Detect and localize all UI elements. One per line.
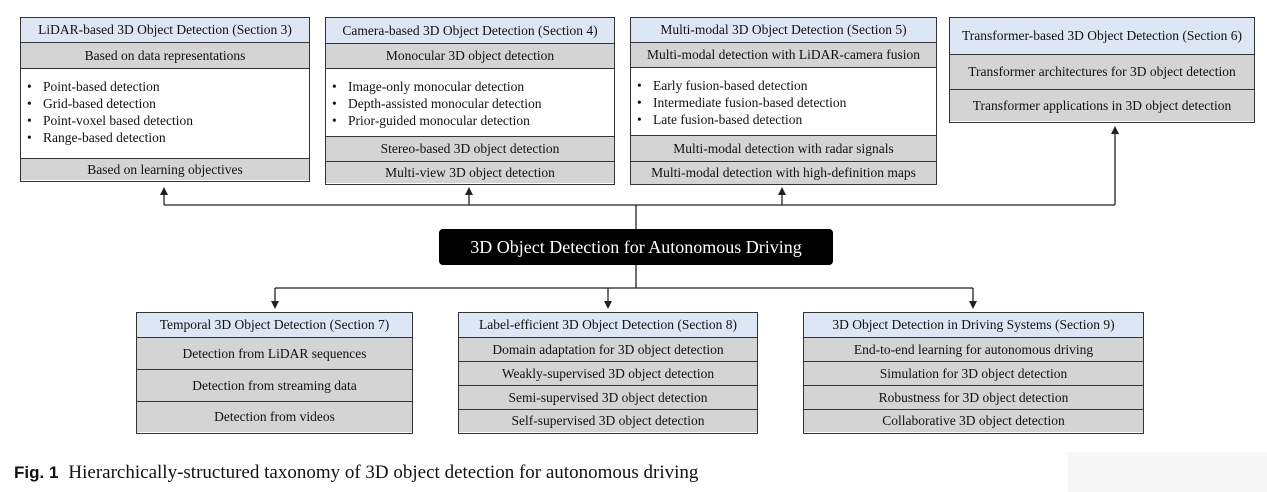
temporal-row-videos: Detection from videos bbox=[137, 402, 412, 432]
multimodal-group-radar: Multi-modal detection with radar signals bbox=[631, 136, 936, 162]
transformer-section-title: Transformer-based 3D Object Detection (S… bbox=[950, 18, 1254, 55]
corner-shade bbox=[1068, 452, 1267, 492]
list-item: Grid-based detection bbox=[27, 95, 309, 112]
multimodal-group-hdmaps: Multi-modal detection with high-definiti… bbox=[631, 162, 936, 184]
driving-row-simulation: Simulation for 3D object detection bbox=[804, 362, 1143, 386]
label-efficient-section-title: Label-efficient 3D Object Detection (Sec… bbox=[459, 313, 757, 338]
driving-section-title: 3D Object Detection in Driving Systems (… bbox=[804, 313, 1143, 338]
temporal-row-lidar-sequences: Detection from LiDAR sequences bbox=[137, 338, 412, 370]
camera-group-multiview: Multi-view 3D object detection bbox=[326, 162, 614, 183]
list-item: Late fusion-based detection bbox=[637, 111, 936, 128]
list-item: Early fusion-based detection bbox=[637, 77, 936, 94]
label-efficient-row-domain: Domain adaptation for 3D object detectio… bbox=[459, 338, 757, 362]
list-item: Range-based detection bbox=[27, 129, 309, 146]
list-item: Image-only monocular detection bbox=[332, 78, 614, 95]
label-efficient-section-box: Label-efficient 3D Object Detection (Sec… bbox=[458, 312, 758, 434]
lidar-group-objectives: Based on learning objectives bbox=[21, 159, 309, 180]
transformer-row-architectures: Transformer architectures for 3D object … bbox=[950, 55, 1254, 90]
camera-section-title: Camera-based 3D Object Detection (Sectio… bbox=[326, 18, 614, 44]
list-item: Point-voxel based detection bbox=[27, 112, 309, 129]
transformer-row-applications: Transformer applications in 3D object de… bbox=[950, 90, 1254, 121]
camera-group-stereo: Stereo-based 3D object detection bbox=[326, 137, 614, 162]
list-item: Intermediate fusion-based detection bbox=[637, 94, 936, 111]
driving-section-box: 3D Object Detection in Driving Systems (… bbox=[803, 312, 1144, 434]
camera-section-box: Camera-based 3D Object Detection (Sectio… bbox=[325, 17, 615, 185]
figure-caption: Fig. 1 Hierarchically-structured taxonomy… bbox=[14, 462, 698, 484]
figure-label: Fig. 1 bbox=[14, 463, 59, 482]
multimodal-section-box: Multi-modal 3D Object Detection (Section… bbox=[630, 17, 937, 185]
label-efficient-row-weakly: Weakly-supervised 3D object detection bbox=[459, 362, 757, 386]
root-node: 3D Object Detection for Autonomous Drivi… bbox=[439, 229, 833, 265]
transformer-section-box: Transformer-based 3D Object Detection (S… bbox=[949, 17, 1255, 123]
multimodal-group-lidar-camera: Multi-modal detection with LiDAR-camera … bbox=[631, 43, 936, 68]
list-item: Prior-guided monocular detection bbox=[332, 112, 614, 129]
list-item: Point-based detection bbox=[27, 78, 309, 95]
temporal-row-streaming: Detection from streaming data bbox=[137, 370, 412, 402]
lidar-section-title: LiDAR-based 3D Object Detection (Section… bbox=[21, 18, 309, 43]
label-efficient-row-self: Self-supervised 3D object detection bbox=[459, 410, 757, 432]
figure-caption-text: Hierarchically-structured taxonomy of 3D… bbox=[68, 462, 699, 483]
temporal-section-box: Temporal 3D Object Detection (Section 7)… bbox=[136, 312, 413, 434]
camera-bullet-list: Image-only monocular detection Depth-ass… bbox=[326, 69, 614, 137]
driving-row-end-to-end: End-to-end learning for autonomous drivi… bbox=[804, 338, 1143, 362]
driving-row-robustness: Robustness for 3D object detection bbox=[804, 386, 1143, 410]
lidar-group-representations: Based on data representations bbox=[21, 43, 309, 69]
list-item: Depth-assisted monocular detection bbox=[332, 95, 614, 112]
multimodal-section-title: Multi-modal 3D Object Detection (Section… bbox=[631, 18, 936, 43]
temporal-section-title: Temporal 3D Object Detection (Section 7) bbox=[137, 313, 412, 338]
camera-group-monocular: Monocular 3D object detection bbox=[326, 44, 614, 69]
lidar-section-box: LiDAR-based 3D Object Detection (Section… bbox=[20, 17, 310, 182]
driving-row-collaborative: Collaborative 3D object detection bbox=[804, 410, 1143, 432]
lidar-bullet-list: Point-based detection Grid-based detecti… bbox=[21, 69, 309, 159]
multimodal-bullet-list: Early fusion-based detection Intermediat… bbox=[631, 68, 936, 136]
label-efficient-row-semi: Semi-supervised 3D object detection bbox=[459, 386, 757, 410]
